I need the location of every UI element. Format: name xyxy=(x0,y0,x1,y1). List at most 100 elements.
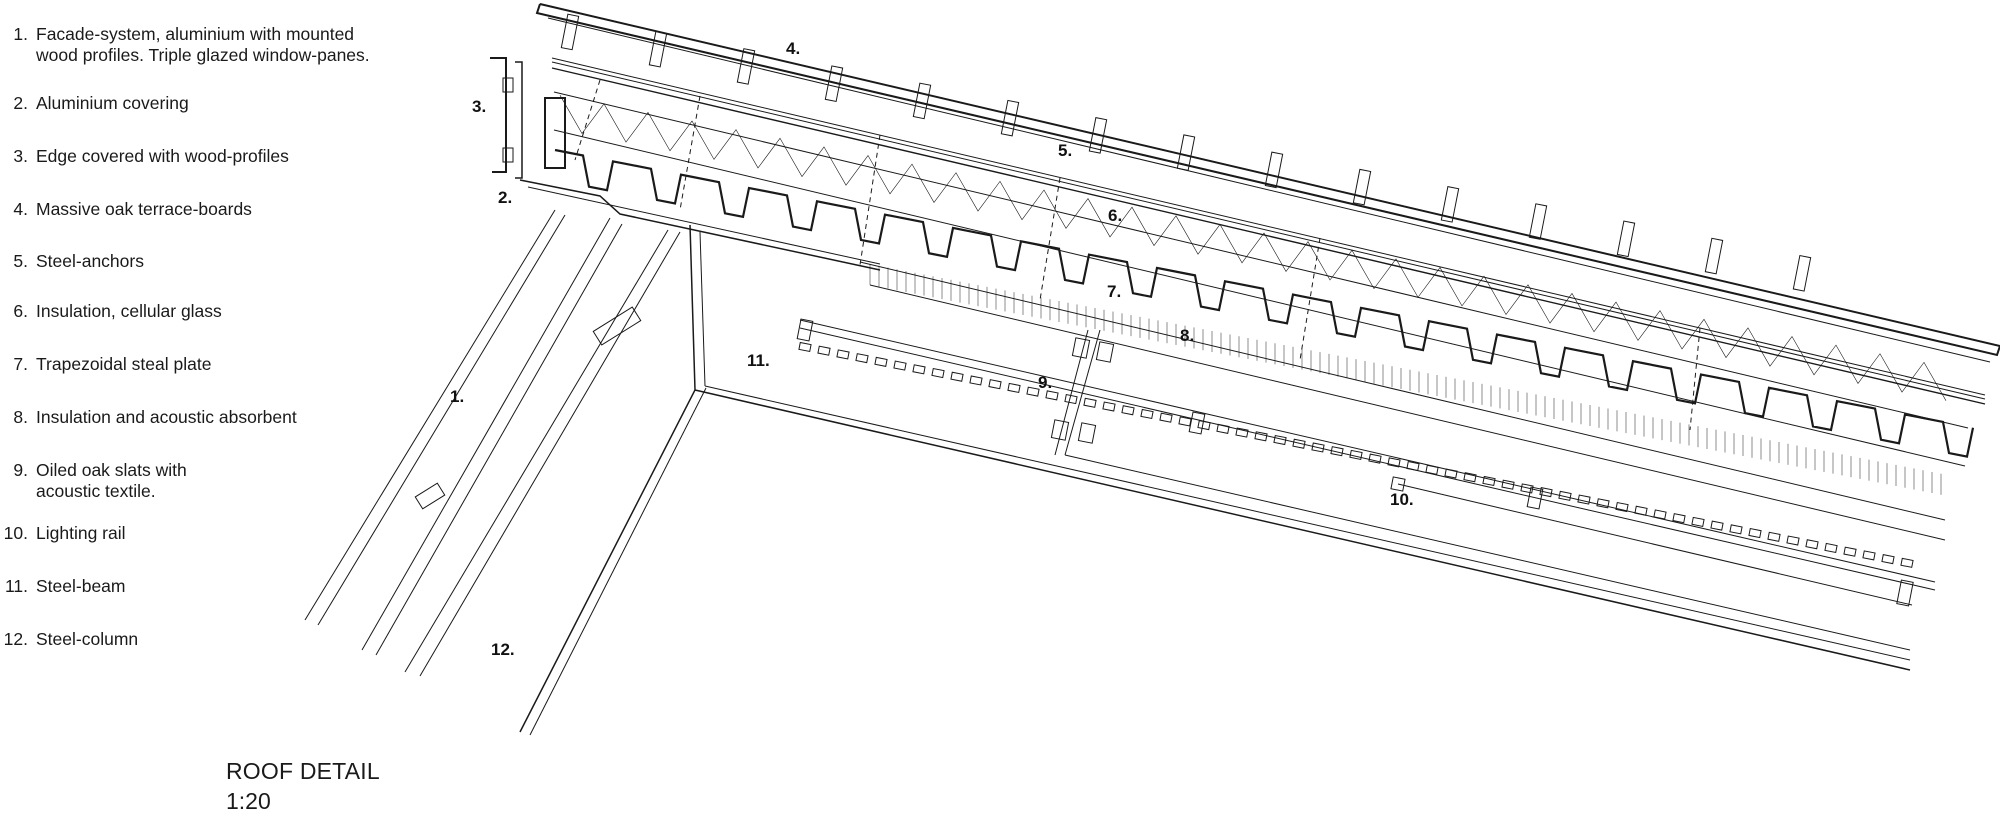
oak-slat xyxy=(950,371,964,382)
legend-text: Lighting rail xyxy=(36,523,126,543)
legend-text: Steel-beam xyxy=(36,576,126,596)
legend-number: 8. xyxy=(13,407,28,427)
callout-label: 3. xyxy=(472,97,486,116)
beam-web xyxy=(1064,329,1101,456)
legend-text: Steel-anchors xyxy=(36,251,144,271)
callout-label: 9. xyxy=(1038,373,1052,392)
terrace-board-edge xyxy=(535,3,2000,357)
oak-slat xyxy=(1539,487,1553,498)
legend-text: Facade-system, aluminium with mounted wo… xyxy=(36,24,370,65)
oak-slat xyxy=(874,356,888,367)
legend-number: 6. xyxy=(13,301,28,321)
callout-label: 1. xyxy=(450,387,464,406)
oak-slat xyxy=(1349,449,1363,460)
terrace-sleeper xyxy=(1352,168,1372,206)
facade-line xyxy=(317,214,566,626)
oak-slat xyxy=(1387,457,1401,468)
oak-slat xyxy=(1824,542,1838,554)
oak-slat xyxy=(817,345,831,356)
terrace-sleeper xyxy=(648,30,668,68)
parapet-flashing-inner xyxy=(527,186,881,265)
terrace-sleeper xyxy=(1440,186,1460,223)
oak-slat xyxy=(1843,546,1857,557)
oak-slat xyxy=(1368,453,1382,464)
oak-slat xyxy=(1729,524,1743,535)
legend-text: Massive oak terrace-boards xyxy=(36,199,252,219)
slat-hanger xyxy=(1526,486,1544,510)
terrace-sleeper xyxy=(1792,254,1812,292)
oak-slat xyxy=(1501,479,1515,490)
beam-line xyxy=(694,389,1911,671)
edge-fixing xyxy=(502,147,514,163)
terrace-sleeper xyxy=(560,13,580,51)
slat-rail xyxy=(799,319,1936,583)
drawing-title: ROOF DETAIL xyxy=(226,758,380,784)
oak-slat xyxy=(1064,394,1078,405)
oak-slat xyxy=(1311,442,1325,453)
terrace-sleeper xyxy=(1528,203,1548,240)
legend-number: 4. xyxy=(13,199,28,219)
oak-slat xyxy=(1558,490,1572,501)
oak-slat xyxy=(1653,509,1667,520)
beam-bolt xyxy=(1077,422,1097,444)
facade-line xyxy=(361,217,611,651)
oak-slat xyxy=(1862,550,1876,561)
slat-hanger xyxy=(1188,411,1206,435)
oak-slat xyxy=(1900,557,1914,568)
oak-slat xyxy=(836,349,850,360)
beam-line xyxy=(1064,454,1911,651)
membrane-line xyxy=(551,67,1986,405)
section-geometry xyxy=(304,3,2000,736)
insulation-hatch xyxy=(559,95,1947,401)
oak-slat xyxy=(1254,431,1268,442)
oak-slat xyxy=(1273,434,1287,446)
column-line xyxy=(519,224,696,733)
slat-hanger xyxy=(1896,579,1914,607)
legend-text: Steel-column xyxy=(36,629,139,649)
oak-slat xyxy=(893,360,907,371)
terrace-sleeper xyxy=(1704,237,1724,275)
legend-number: 11. xyxy=(4,576,28,596)
legend-text: Oiled oak slats with acoustic textile. xyxy=(36,460,187,501)
steel-anchor xyxy=(574,79,601,161)
oak-slat xyxy=(855,353,869,364)
column-line xyxy=(529,387,707,736)
oak-slat xyxy=(1102,401,1116,412)
oak-slat xyxy=(1045,390,1059,401)
oak-slat xyxy=(969,375,983,386)
oak-slat xyxy=(1026,386,1040,397)
beam-bolt xyxy=(1095,341,1115,363)
callout-label: 12. xyxy=(491,640,515,659)
aluminium-covering xyxy=(515,61,523,179)
oak-slat xyxy=(1596,498,1610,509)
oak-slat xyxy=(1577,494,1591,505)
facade-line xyxy=(404,229,669,673)
beam-bolt xyxy=(1071,337,1091,359)
terrace-sleeper xyxy=(1088,117,1108,154)
oak-slat xyxy=(1406,461,1420,472)
oak-slat xyxy=(1482,475,1496,487)
legend-text: Trapezoidal steal plate xyxy=(36,354,212,374)
oak-slat xyxy=(1216,423,1230,434)
callout-label: 6. xyxy=(1108,206,1122,225)
edge-profile xyxy=(490,57,507,173)
steel-anchor xyxy=(1299,237,1321,361)
slat-rail xyxy=(799,327,1936,591)
callout-label: 7. xyxy=(1107,282,1121,301)
oak-slat xyxy=(1463,472,1477,483)
oak-slat xyxy=(1748,527,1762,539)
insulation-bottom xyxy=(553,129,1966,467)
legend-number: 10. xyxy=(3,523,28,543)
oak-slat xyxy=(1615,501,1629,513)
oak-slat xyxy=(1710,520,1724,531)
callout-label: 11. xyxy=(747,351,770,370)
oak-slat xyxy=(1672,513,1686,524)
facade-mullion-clip xyxy=(592,306,642,346)
membrane-line xyxy=(551,57,1986,396)
terrace-board-underside xyxy=(547,17,1991,363)
terrace-sleeper xyxy=(824,65,844,103)
steel-anchor xyxy=(1689,327,1701,431)
oak-slat xyxy=(1425,464,1439,475)
legend-number: 5. xyxy=(13,251,28,271)
